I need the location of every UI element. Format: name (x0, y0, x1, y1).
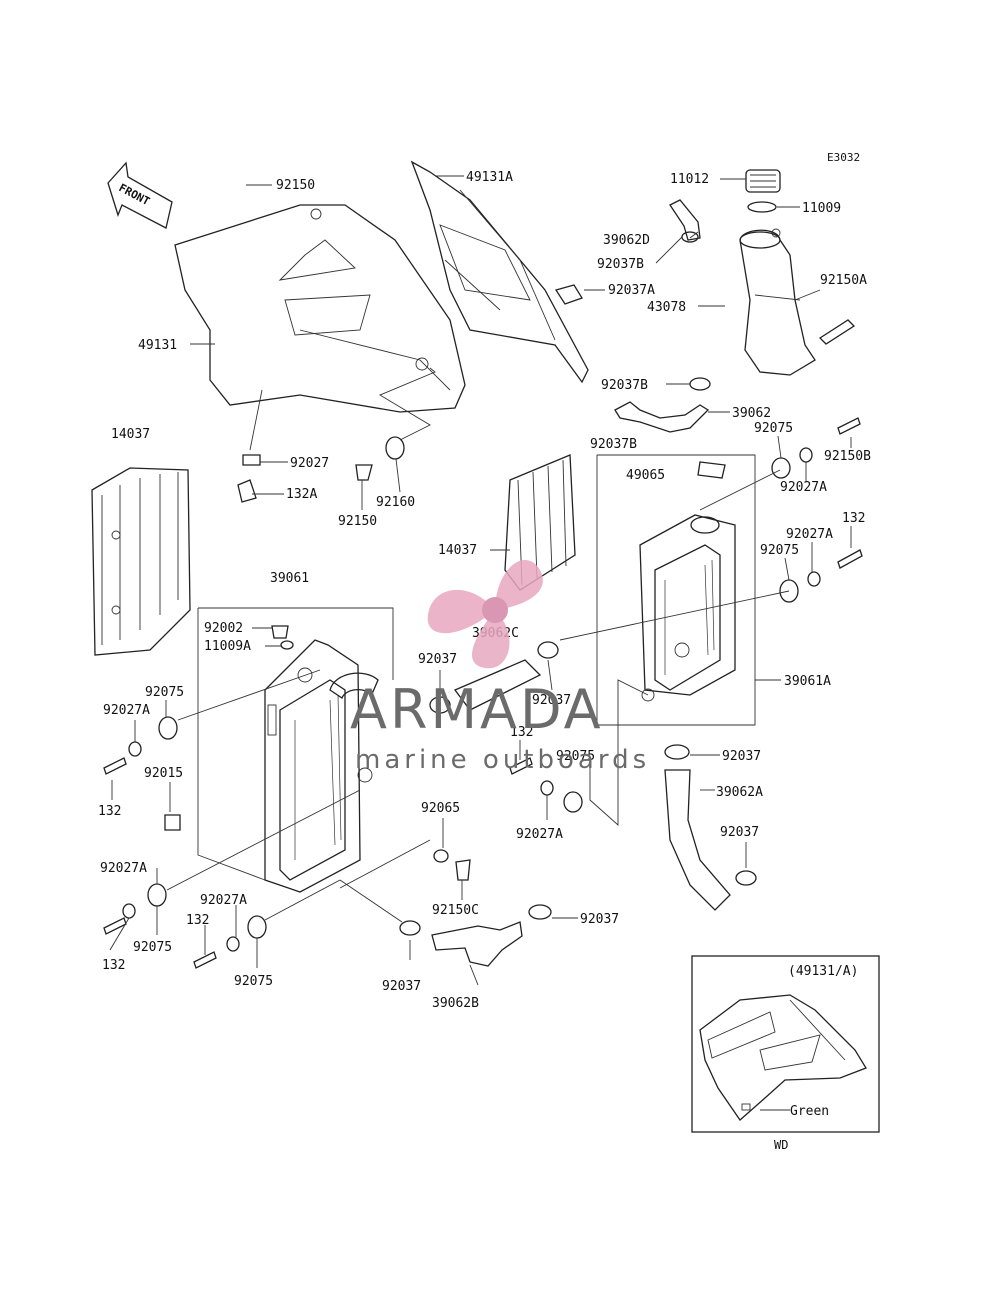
label-92075-4: 92075 (556, 749, 595, 764)
label-39061: 39061 (270, 571, 309, 586)
gasket-11009 (747, 201, 777, 213)
label-92037-6: 92037 (382, 979, 421, 994)
label-92065: 92065 (421, 801, 460, 816)
label-92150A: 92150A (820, 273, 867, 288)
label-92075-6: 92075 (234, 974, 273, 989)
label-92075-5: 92075 (133, 940, 172, 955)
label-92027A-4: 92027A (516, 827, 563, 842)
label-43078: 43078 (647, 300, 686, 315)
hose-39062A (664, 769, 731, 911)
label-39061A: 39061A (784, 674, 831, 689)
label-92027A-3: 92027A (103, 703, 150, 718)
label-132A: 132A (286, 487, 317, 502)
radiator-39061 (264, 639, 379, 893)
part-number-labels: 92150 49131A 11012 11009 39062D 92037B 9… (98, 170, 871, 1011)
label-92002: 92002 (204, 621, 243, 636)
label-39062A: 39062A (716, 785, 763, 800)
label-92037-5: 92037 (580, 912, 619, 927)
shroud-49131A (410, 160, 589, 384)
label-39062B: 39062B (432, 996, 479, 1011)
label-11009A: 11009A (204, 639, 251, 654)
label-92037B: 92037B (597, 257, 644, 272)
label-14037: 14037 (111, 427, 150, 442)
clamp-92037-c (664, 744, 690, 760)
propeller-logo-icon (427, 559, 543, 669)
label-92037-3: 92037 (722, 749, 761, 764)
label-49131: 49131 (138, 338, 177, 353)
label-92037B-3: 92037B (590, 437, 637, 452)
label-132-2: 132 (98, 804, 121, 819)
inset-title: (49131/A) (788, 964, 858, 979)
label-92027A-5: 92027A (100, 861, 147, 876)
cap-11012 (745, 169, 781, 193)
louver-14037-center (504, 454, 576, 591)
radiator-39061A (639, 514, 736, 702)
label-132-5: 132 (102, 958, 125, 973)
inset-badge: WD (774, 1138, 788, 1152)
clamp-92037-b (537, 641, 559, 659)
label-132: 132 (842, 511, 865, 526)
label-92150C: 92150C (432, 903, 479, 918)
label-92037B-2: 92037B (601, 378, 648, 393)
label-39062D: 39062D (603, 233, 650, 248)
label-39062: 39062 (732, 406, 771, 421)
inset-box: (49131/A) Green (691, 955, 880, 1133)
diagram-code: E3032 (827, 151, 860, 164)
leader-lines (109, 175, 852, 986)
label-92027A-2: 92027A (786, 527, 833, 542)
label-92027A: 92027A (780, 480, 827, 495)
label-49065: 49065 (626, 468, 665, 483)
label-92150: 92150 (276, 178, 315, 193)
clamp-92037-d (735, 870, 757, 886)
label-92075-2: 92075 (760, 543, 799, 558)
hose-39062 (614, 401, 710, 433)
watermark-tagline: marine outboards (355, 745, 650, 775)
watermark-brand: ARMADA (350, 678, 604, 741)
hose-39062C (453, 659, 542, 711)
label-49131A: 49131A (466, 170, 513, 185)
front-arrow-icon: FRONT (107, 161, 173, 229)
label-132-3: 132 (510, 725, 533, 740)
label-92150B: 92150B (824, 449, 871, 464)
armada-watermark: ARMADA marine outboards (350, 559, 650, 775)
louver-14037-left (91, 467, 191, 656)
clamp-92037-f (399, 920, 421, 936)
clamp-92037-e (528, 904, 552, 920)
label-132-4: 132 (186, 913, 209, 928)
shroud-49131 (174, 204, 466, 413)
hose-39062B (431, 921, 523, 967)
label-92075: 92075 (754, 421, 793, 436)
label-92150-2: 92150 (338, 514, 377, 529)
label-92037A: 92037A (608, 283, 655, 298)
label-92037-2: 92037 (532, 693, 571, 708)
label-92037: 92037 (418, 652, 457, 667)
reservoir-tank (739, 228, 816, 376)
label-92027A-6: 92027A (200, 893, 247, 908)
label-92075-3: 92075 (145, 685, 184, 700)
label-11012: 11012 (670, 172, 709, 187)
label-92037-4: 92037 (720, 825, 759, 840)
bolt-92150A (818, 319, 856, 345)
inset-color-note: Green (790, 1104, 829, 1119)
label-11009: 11009 (802, 201, 841, 216)
label-92027: 92027 (290, 456, 329, 471)
hose-39062D (669, 199, 701, 241)
clamp-92037A (554, 284, 583, 305)
label-92015: 92015 (144, 766, 183, 781)
label-14037-2: 14037 (438, 543, 477, 558)
clamp-92037B-lower (689, 377, 711, 391)
label-92160: 92160 (376, 495, 415, 510)
